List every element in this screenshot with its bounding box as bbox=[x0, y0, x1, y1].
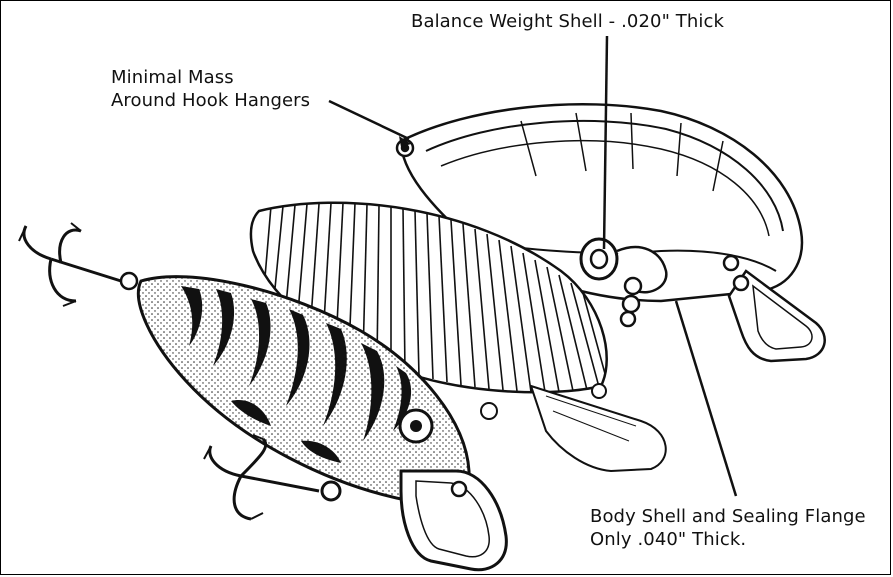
label-minimal-mass-line2: Around Hook Hangers bbox=[111, 90, 310, 112]
label-minimal-mass-line1: Minimal Mass bbox=[111, 67, 234, 89]
label-body-shell-line2: Only .040" Thick. bbox=[590, 529, 746, 551]
leader-minimal-mass bbox=[329, 101, 409, 139]
leader-body-shell bbox=[676, 301, 736, 496]
label-body-shell-line1: Body Shell and Sealing Flange bbox=[590, 506, 866, 528]
treble-hook-front bbox=[19, 223, 121, 306]
label-balance-weight: Balance Weight Shell - .020" Thick bbox=[411, 11, 724, 33]
